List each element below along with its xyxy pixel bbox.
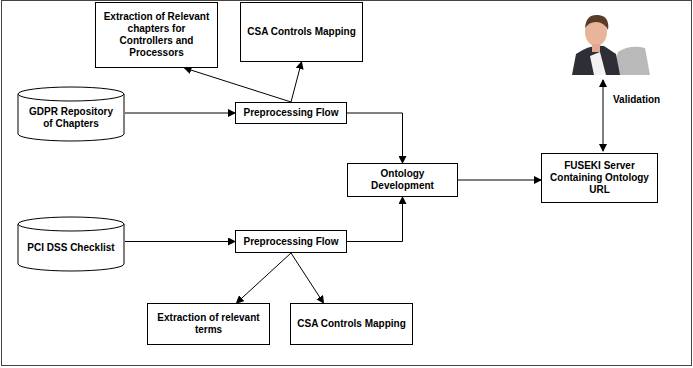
process-box: Preprocessing Flow bbox=[235, 230, 347, 253]
process-box: CSA Controls Mapping bbox=[240, 2, 363, 62]
flow-arrow bbox=[347, 197, 403, 242]
flow-arrow bbox=[291, 253, 324, 303]
flow-arrow bbox=[125, 113, 235, 114]
process-box: Preprocessing Flow bbox=[235, 102, 347, 124]
database-cylinder: GDPR Repository of Chapters bbox=[17, 86, 125, 142]
database-cylinder: PCI DSS Checklist bbox=[17, 216, 125, 272]
node-text: FUSEKI Server Containing Ontology URL bbox=[547, 160, 652, 196]
node-text: Ontology Development bbox=[353, 168, 452, 192]
flow-arrow bbox=[458, 180, 541, 181]
node-text: CSA Controls Mapping bbox=[247, 26, 356, 38]
node-text: Extraction of Relevant chapters for Cont… bbox=[101, 11, 212, 59]
process-box: Ontology Development bbox=[347, 163, 458, 197]
person-illustration bbox=[572, 15, 650, 75]
node-text: Extraction of relevant terms bbox=[153, 312, 264, 336]
validation-arrow bbox=[603, 80, 604, 151]
node-text: Preprocessing Flow bbox=[243, 236, 338, 248]
flow-arrow bbox=[237, 253, 292, 303]
node-text: GDPR Repository of Chapters bbox=[25, 106, 117, 130]
process-box: Extraction of relevant terms bbox=[147, 303, 270, 345]
node-text: Preprocessing Flow bbox=[243, 107, 338, 119]
flow-arrow bbox=[185, 68, 292, 102]
process-box: CSA Controls Mapping bbox=[290, 303, 413, 345]
node-text: CSA Controls Mapping bbox=[297, 318, 406, 330]
process-box: Extraction of Relevant chapters for Cont… bbox=[95, 2, 218, 68]
flow-arrow bbox=[347, 113, 403, 163]
annotation-label: Validation bbox=[612, 94, 661, 105]
flow-arrow bbox=[125, 241, 235, 242]
flow-arrow bbox=[291, 62, 302, 102]
process-box: FUSEKI Server Containing Ontology URL bbox=[541, 153, 658, 203]
node-text: PCI DSS Checklist bbox=[27, 242, 114, 254]
